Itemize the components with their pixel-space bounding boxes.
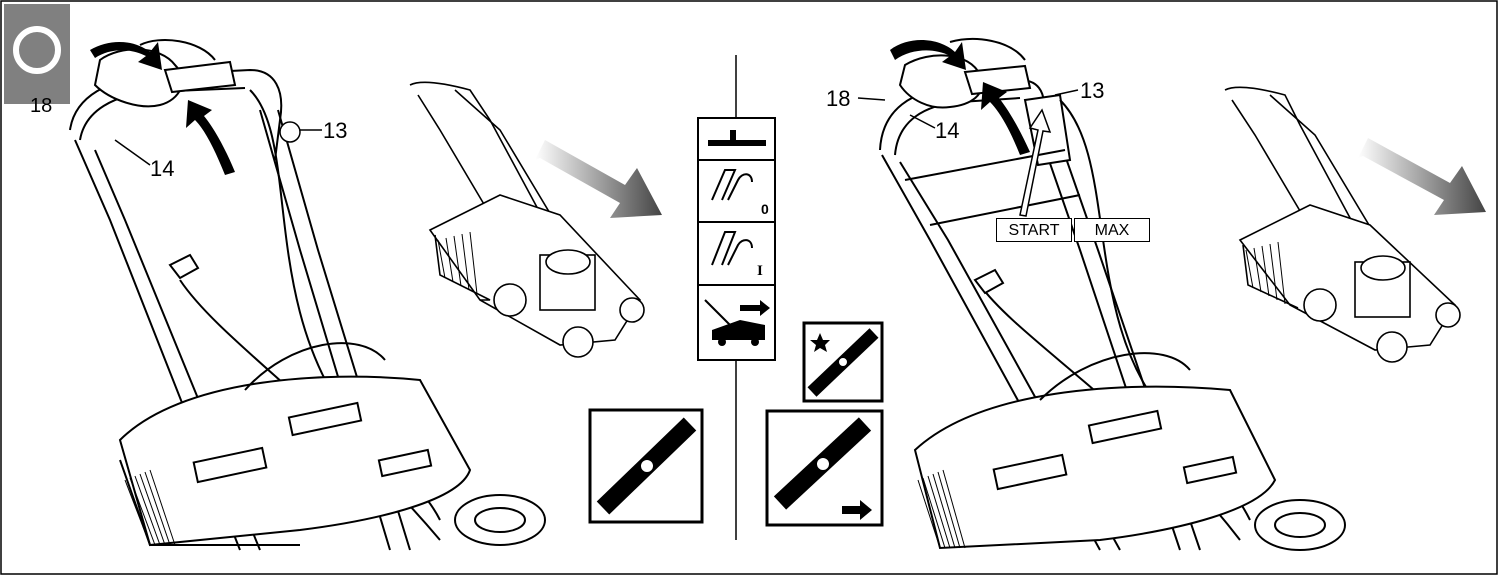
mower-forward-drive-icon bbox=[704, 299, 770, 346]
choke-max-label: MAX bbox=[1074, 218, 1150, 242]
symbol-panel bbox=[697, 117, 776, 361]
leader-14-left bbox=[114, 139, 151, 166]
callout-13-right: 13 bbox=[1080, 78, 1105, 103]
callout-18-partial: 18 bbox=[30, 95, 53, 117]
callout-13-left: 13 bbox=[323, 118, 348, 143]
callout-18-right: 18 bbox=[826, 86, 851, 111]
lever-pull-arrow bbox=[90, 41, 162, 70]
leader-18-right bbox=[857, 97, 886, 101]
gradient-direction-arrow-left bbox=[535, 140, 662, 218]
blade-running-icon bbox=[802, 321, 884, 403]
symbol-position-one: I bbox=[757, 263, 763, 279]
leader-13-right bbox=[1054, 89, 1079, 96]
choke-arrow bbox=[1019, 108, 1052, 217]
lever-pull-arrow-right bbox=[890, 40, 966, 70]
symbol-position-zero: 0 bbox=[761, 201, 769, 217]
blade-brake-lever-icon bbox=[708, 130, 766, 146]
right-handle-closeup bbox=[879, 38, 1346, 551]
left-mower-hatch bbox=[437, 231, 478, 295]
callout-14-left: 14 bbox=[150, 156, 175, 181]
lever-lift-arrow-right bbox=[981, 82, 1030, 155]
lever-pulled-icon bbox=[711, 231, 753, 266]
callout-14-right: 14 bbox=[935, 118, 960, 143]
right-mower-small bbox=[1224, 86, 1461, 363]
engine-control-knob-left bbox=[279, 121, 301, 143]
lever-released-icon bbox=[711, 169, 753, 201]
left-mower-small bbox=[409, 81, 645, 358]
lever-lift-arrow bbox=[186, 100, 235, 175]
blade-moving-forward-icon bbox=[765, 409, 884, 527]
right-mower-hatch bbox=[1245, 241, 1286, 305]
right-catcher-hatch bbox=[917, 469, 966, 549]
leader-14-right bbox=[909, 114, 936, 129]
circle-section-icon bbox=[4, 4, 70, 104]
choke-start-label: START bbox=[996, 218, 1072, 242]
gradient-direction-arrow-right bbox=[1358, 138, 1486, 215]
left-handle-closeup bbox=[69, 39, 546, 551]
blade-stopped-icon bbox=[588, 408, 704, 524]
left-catcher-hatch bbox=[124, 469, 176, 546]
